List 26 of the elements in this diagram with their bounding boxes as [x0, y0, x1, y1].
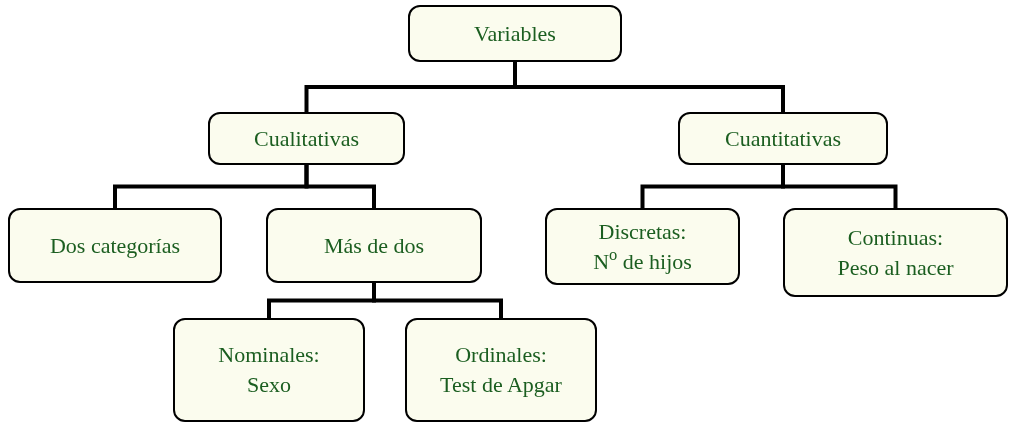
category-box	[408, 5, 622, 62]
category-box	[208, 112, 405, 165]
category-box	[8, 208, 222, 283]
category-title: Nominales:	[218, 341, 320, 369]
category-title: Cualitativas	[253, 124, 360, 153]
category-box	[783, 208, 1008, 297]
category-box	[173, 318, 365, 422]
connector-line	[372, 283, 503, 318]
connector-line	[304, 165, 376, 208]
category-title: Más de dos	[323, 231, 425, 260]
category-example: N$^{o}$ de hijos	[593, 246, 692, 276]
category-box	[405, 318, 597, 422]
category-title: Variables	[474, 19, 556, 48]
connector-line	[513, 62, 785, 112]
category-title: Cuantitativas	[724, 124, 842, 153]
category-title: Dos categorías	[49, 231, 181, 260]
category-example: Test de Apgar	[440, 371, 562, 399]
category-title: Ordinales:	[455, 341, 547, 369]
category-example: Sexo	[247, 371, 291, 399]
category-example: Peso al nacer	[837, 253, 954, 282]
category-box	[678, 112, 888, 165]
connector-line	[781, 165, 898, 208]
category-box	[545, 208, 740, 285]
category-title: Discretas:	[598, 217, 687, 246]
category-title: Continuas:	[847, 223, 944, 252]
category-box	[266, 208, 482, 283]
